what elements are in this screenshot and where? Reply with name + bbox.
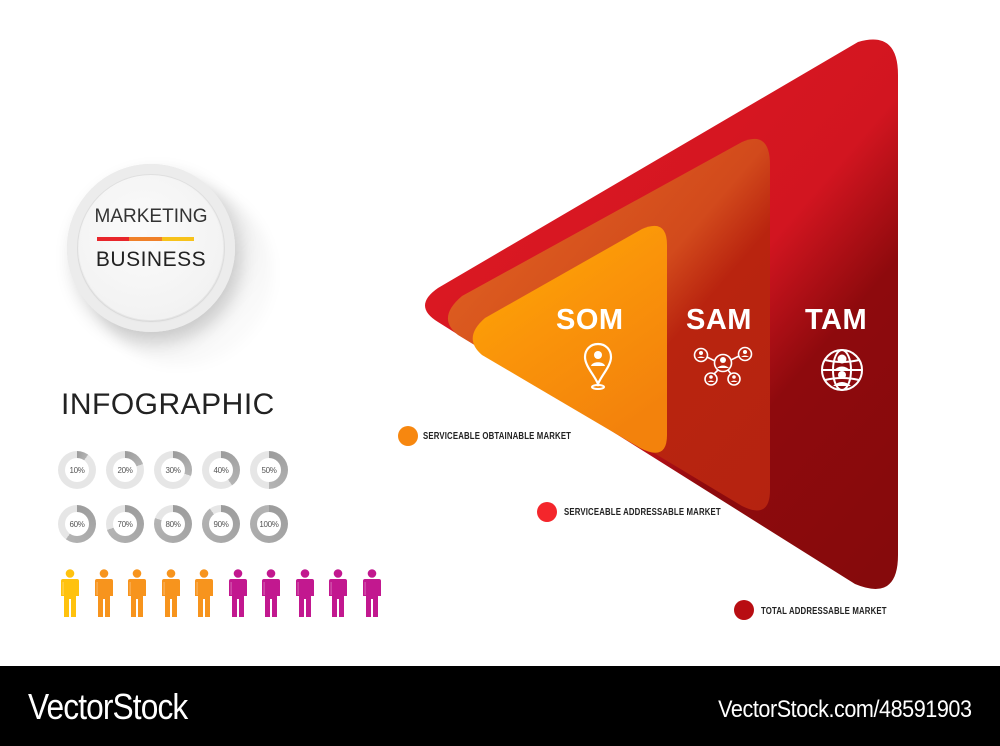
percent-donut: 60%: [58, 505, 96, 543]
person-icon: [295, 569, 314, 617]
badge-bottom-text: BUSINESS: [95, 248, 207, 271]
badge-bar-orange: [129, 237, 162, 241]
person-icon: [128, 569, 146, 617]
location-person-icon: [583, 342, 613, 390]
percent-donut-label: 10%: [65, 458, 89, 482]
percent-donut: 100%: [250, 505, 288, 543]
badge-bar-red: [97, 237, 130, 241]
watermark-footer: VectorStock VectorStock.com/48591903: [0, 666, 1000, 746]
tam-label: TAM: [805, 304, 868, 336]
percent-donut-label: 60%: [65, 512, 89, 536]
footer-url: VectorStock.com/48591903: [718, 696, 973, 723]
person-icon: [161, 569, 180, 617]
person-icon: [262, 569, 280, 617]
percent-donut: 80%: [154, 505, 192, 543]
tam-sam-som-diagram: [425, 39, 898, 589]
percent-donut-label: 100%: [257, 512, 281, 536]
som-legend-dot: [398, 426, 418, 446]
percent-donut-label: 90%: [209, 512, 233, 536]
person-icon: [94, 569, 113, 617]
percent-donut-label: 30%: [161, 458, 185, 482]
marketing-business-badge: MARKETING BUSINESS: [67, 164, 235, 332]
sam-legend-label: SERVICEABLE ADDRESSABLE MARKET: [564, 507, 721, 518]
som-legend-label: SERVICEABLE OBTAINABLE MARKET: [423, 431, 572, 442]
percent-donut-label: 80%: [161, 512, 185, 536]
percent-donut: 10%: [58, 451, 96, 489]
person-icon: [228, 569, 247, 617]
percent-donut-label: 20%: [113, 458, 137, 482]
badge-color-bar: [97, 237, 194, 241]
person-icon: [329, 569, 347, 617]
percent-donut: 40%: [202, 451, 240, 489]
badge-top-text: MARKETING: [94, 206, 208, 227]
percent-donut: 70%: [106, 505, 144, 543]
percent-donut-label: 40%: [209, 458, 233, 482]
person-icon: [61, 569, 79, 617]
som-label: SOM: [556, 304, 624, 336]
tam-legend-dot: [734, 600, 754, 620]
sam-legend-dot: [537, 502, 557, 522]
infographic-title: INFOGRAPHIC: [61, 388, 275, 421]
badge-inner-circle: [79, 176, 223, 320]
person-icon: [362, 569, 381, 617]
som-triangle: [472, 225, 667, 453]
percent-donut-label: 50%: [257, 458, 281, 482]
percent-donut-label: 70%: [113, 512, 137, 536]
infographic-canvas: MARKETING BUSINESS INFOGRAPHIC 10% 20% 30%…: [58, 39, 898, 620]
network-people-icon: [693, 346, 753, 386]
sam-label: SAM: [686, 304, 752, 336]
globe-people-icon: [821, 349, 863, 391]
tam-legend-label: TOTAL ADDRESSABLE MARKET: [761, 606, 887, 617]
percent-donut: 20%: [106, 451, 144, 489]
badge-bar-yellow: [161, 237, 194, 241]
footer-brand: VectorStock: [28, 686, 188, 727]
person-icon: [195, 569, 213, 617]
percent-donut: 50%: [250, 451, 288, 489]
percent-donut: 90%: [202, 505, 240, 543]
percent-donut: 30%: [154, 451, 192, 489]
